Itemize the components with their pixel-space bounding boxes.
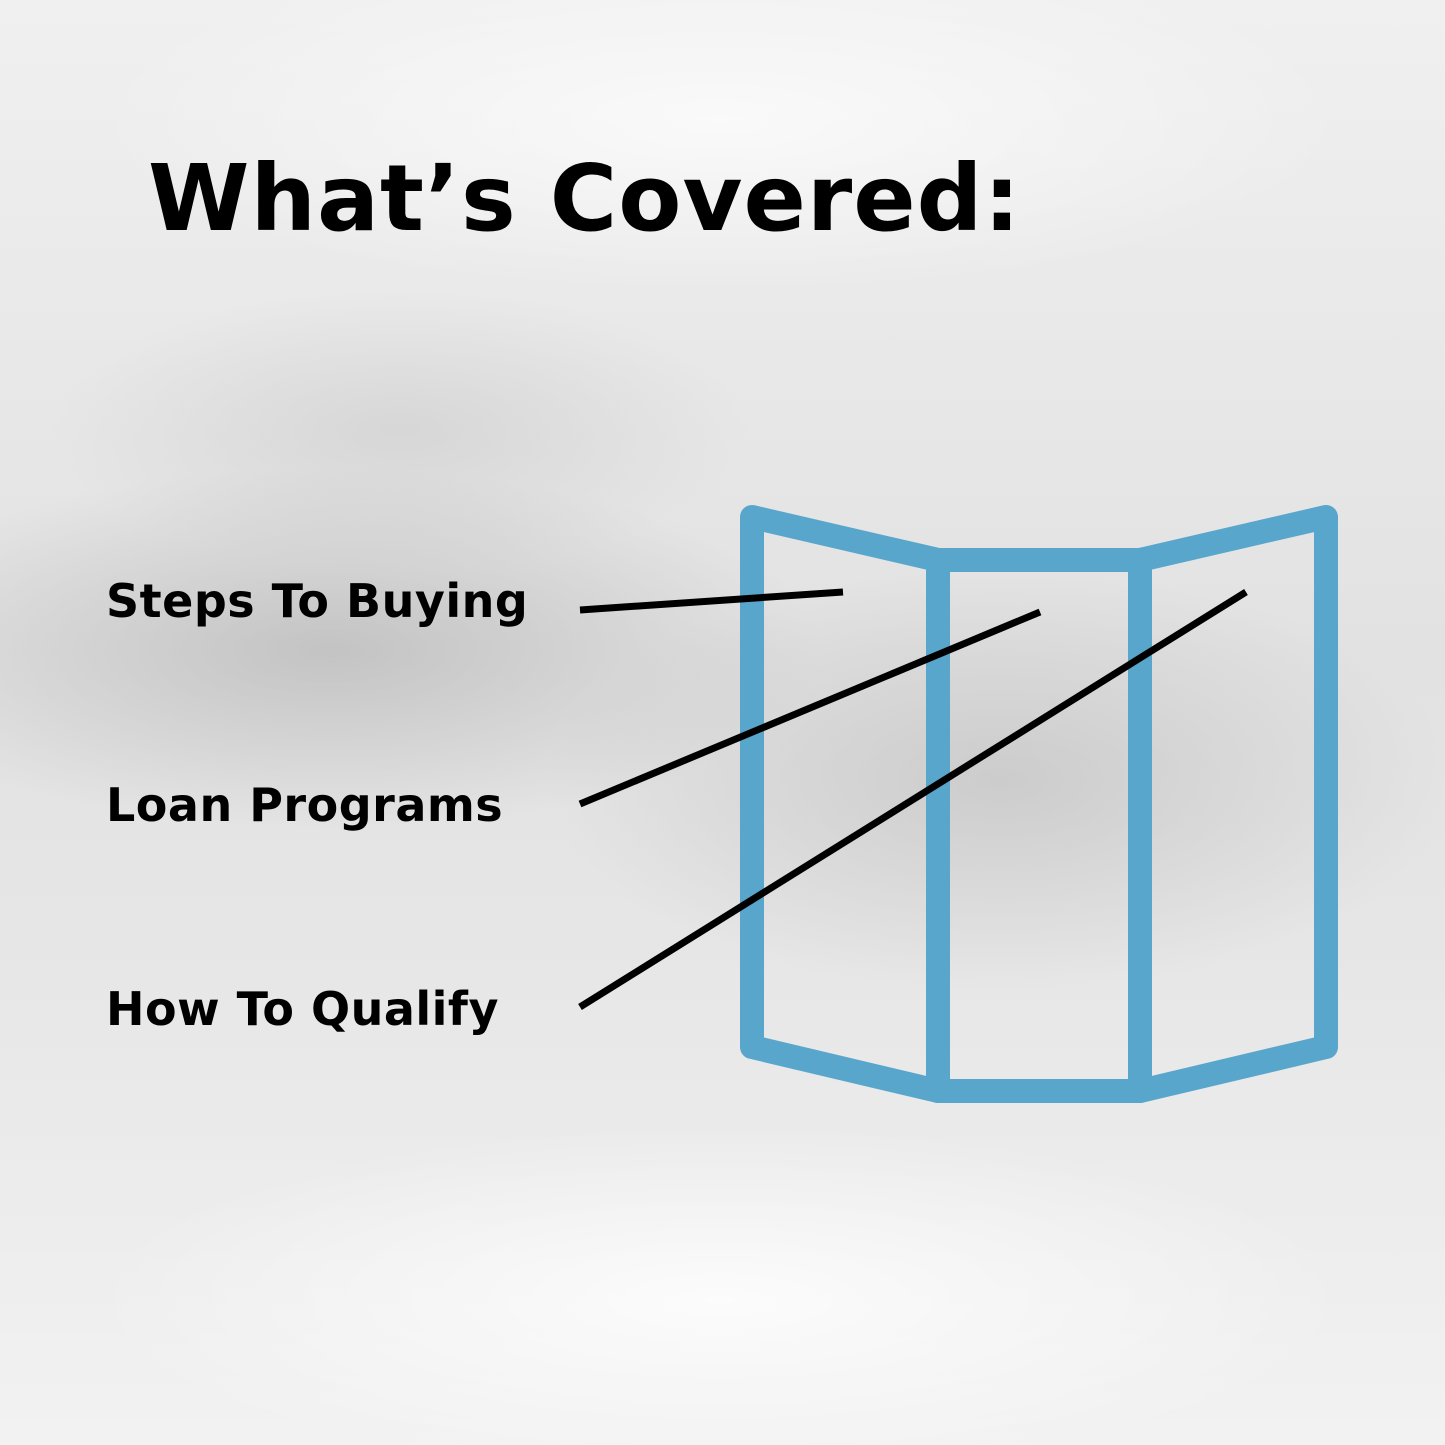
page-title: What’s Covered: [148, 145, 1022, 252]
connector-line-loans [578, 608, 1042, 808]
connector-lines [578, 588, 1248, 1010]
covered-item-loan-programs: Loan Programs [106, 778, 504, 832]
connector-line-steps [579, 588, 844, 614]
trifold-brochure-icon [740, 505, 1338, 1103]
covered-item-how-to-qualify: How To Qualify [106, 982, 499, 1036]
connector-line-qualify [578, 589, 1248, 1010]
covered-item-steps-to-buying: Steps To Buying [106, 574, 529, 628]
